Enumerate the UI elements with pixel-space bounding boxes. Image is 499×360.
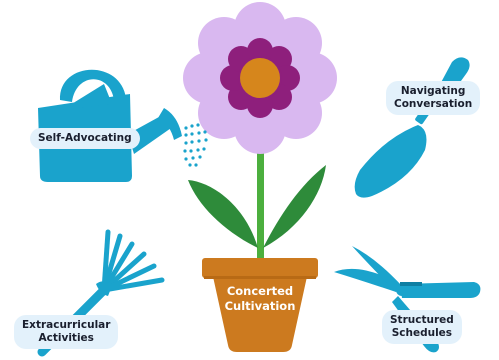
- pot-label: Concerted Cultivation: [200, 284, 320, 314]
- extracurricular-line1: Extracurricular: [22, 319, 110, 332]
- rake-tines: [104, 232, 162, 290]
- label-extracurricular-activities: Extracurricular Activities: [14, 315, 118, 349]
- structured-line1: Structured: [390, 314, 454, 327]
- pot-label-line2: Cultivation: [200, 299, 320, 314]
- structured-line2: Schedules: [390, 327, 454, 340]
- navigating-line1: Navigating: [394, 85, 472, 98]
- right-leaf: [263, 165, 326, 248]
- flower-center: [240, 58, 280, 98]
- pot-rim: [202, 258, 318, 278]
- flower-icon: [183, 2, 337, 270]
- navigating-line2: Conversation: [394, 98, 472, 111]
- label-self-advocating: Self-Advocating: [30, 128, 140, 149]
- label-navigating-conversation: Navigating Conversation: [386, 81, 480, 115]
- pot-rim-shadow: [204, 276, 316, 279]
- self-advocating-text: Self-Advocating: [38, 132, 132, 144]
- label-structured-schedules: Structured Schedules: [382, 310, 462, 344]
- watering-can-icon: [38, 70, 208, 182]
- trowel-icon: [355, 57, 470, 197]
- left-leaf: [188, 180, 258, 248]
- pot-label-line1: Concerted: [200, 284, 320, 299]
- extracurricular-line2: Activities: [22, 332, 110, 345]
- water-drops: [183, 123, 207, 166]
